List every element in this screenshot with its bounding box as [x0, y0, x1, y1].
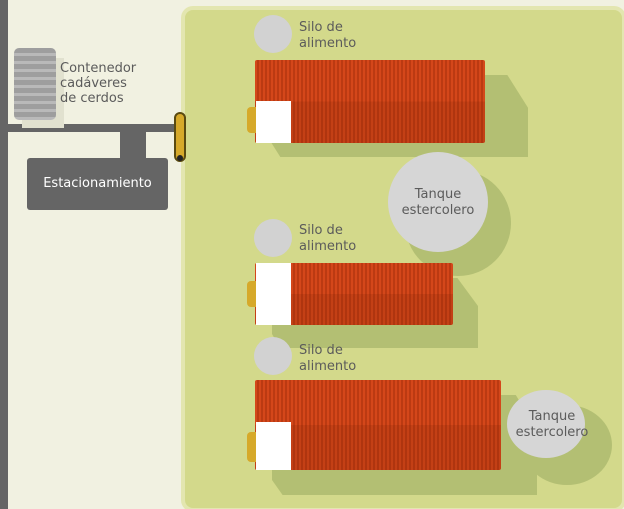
barn-2-door — [247, 281, 257, 307]
silo-3-label-line2: alimento — [299, 359, 357, 374]
gate-hinge — [177, 155, 183, 161]
silo-2-label-line2: alimento — [299, 239, 357, 254]
silo-1-label-line1: Silo de — [299, 20, 343, 35]
barn-3-office — [256, 422, 291, 470]
barn-3-door — [247, 432, 257, 462]
barn-1-office — [256, 101, 291, 143]
parking-connector — [120, 130, 146, 158]
silo-3-label-line1: Silo de — [299, 343, 343, 358]
barn-3-roof — [255, 380, 501, 470]
carcass-container-icon — [14, 48, 56, 120]
container-label-line1: Contenedor — [60, 61, 137, 76]
barn-2-office — [256, 263, 291, 325]
container-label-line3: de cerdos — [60, 91, 124, 106]
feed-silo-1-icon — [254, 15, 292, 53]
tank-1-label-line1: Tanque — [414, 187, 462, 202]
tank-2-label-line2: estercolero — [515, 425, 589, 440]
access-road — [8, 124, 178, 132]
manure-tank-1-icon — [388, 152, 488, 252]
parking-label: Estacionamiento — [43, 176, 152, 191]
feed-silo-3-icon — [254, 337, 292, 375]
barn-1-door — [247, 107, 257, 133]
tank-2-label-line1: Tanque — [528, 409, 576, 424]
silo-1-label-line2: alimento — [299, 36, 357, 51]
barn-1-roof — [255, 60, 485, 143]
manure-tank-2-icon — [507, 390, 585, 458]
feed-silo-2-icon — [254, 219, 292, 257]
gate — [174, 112, 186, 162]
tank-1-label-line2: estercolero — [401, 203, 475, 218]
main-road-vertical — [0, 0, 8, 509]
container-label-line2: cadáveres — [60, 76, 127, 91]
parking-lot — [27, 158, 168, 210]
silo-2-label-line1: Silo de — [299, 223, 343, 238]
